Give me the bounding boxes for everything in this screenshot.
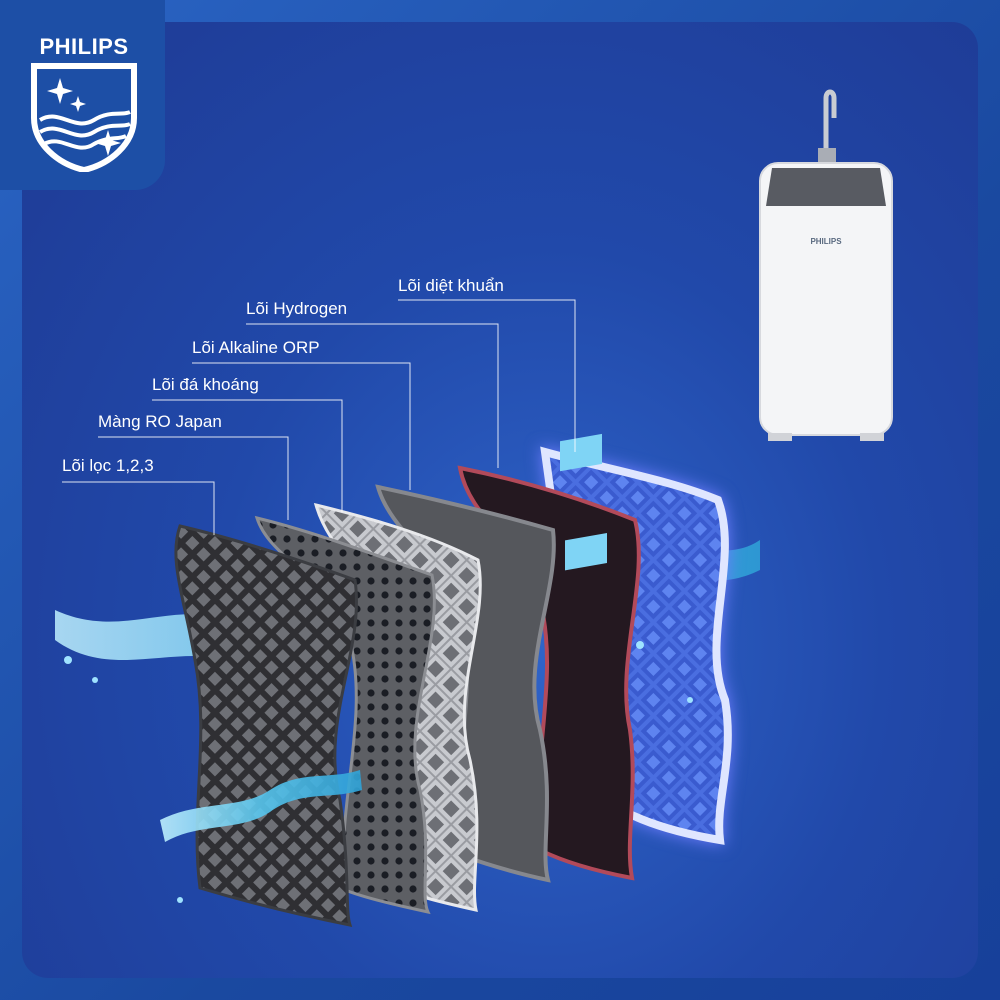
leader-line-filter-123	[62, 481, 215, 535]
label-filter-123: Lõi lọc 1,2,3	[62, 456, 154, 475]
faucet	[823, 89, 837, 168]
water-purifier-product: PHILIPS	[759, 89, 893, 441]
water-stream-front	[160, 770, 362, 842]
brand-logo-text: PHILIPS	[39, 34, 129, 59]
leader-line-mineral	[152, 399, 343, 512]
layer-filter-123	[174, 524, 358, 927]
leader-line-antibacterial	[398, 299, 576, 452]
label-alkaline: Lõi Alkaline ORP	[192, 338, 320, 357]
leader-line-ro-japan	[98, 436, 289, 520]
hydrogen-light-strip	[560, 433, 602, 472]
label-hydrogen: Lõi Hydrogen	[246, 299, 348, 318]
label-antibacterial: Lõi diệt khuẩn	[398, 276, 504, 295]
leader-line-hydrogen	[246, 323, 499, 468]
product-brand-text: PHILIPS	[810, 237, 842, 246]
logo-tab: PHILIPS	[0, 0, 165, 190]
label-mineral: Lõi đá khoáng	[152, 375, 259, 394]
philips-shield-icon	[31, 63, 137, 172]
label-ro-japan: Màng RO Japan	[98, 412, 222, 431]
hydrogen-light-strip-2	[565, 532, 607, 571]
leader-line-alkaline	[192, 362, 411, 490]
